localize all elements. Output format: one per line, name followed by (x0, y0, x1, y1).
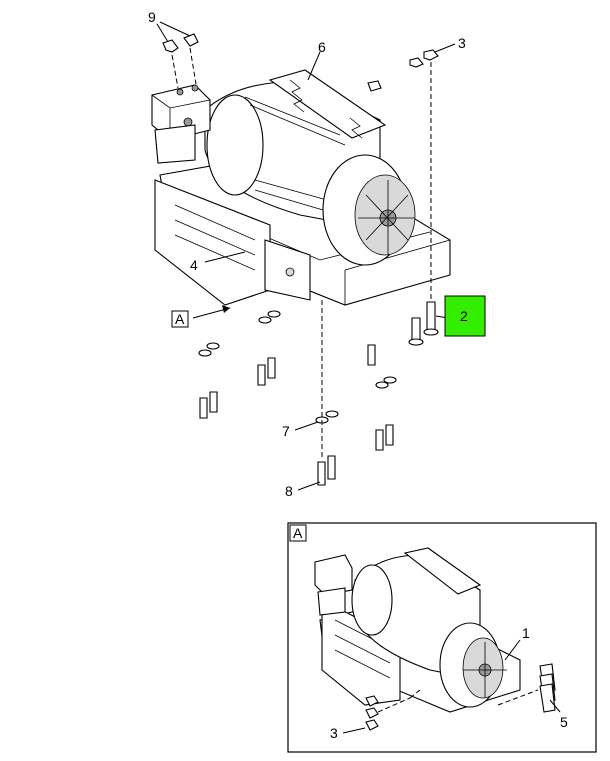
elbow-fittings (162, 33, 199, 53)
main-winch-assembly (151, 33, 451, 306)
highlight-box (444, 295, 486, 337)
callout-7: 7 (282, 423, 290, 439)
callout-3-detail: 3 (330, 725, 338, 741)
callout-8: 8 (285, 483, 293, 499)
detail-view-a: A (287, 522, 597, 753)
view-reference-a[interactable]: A (171, 310, 189, 328)
highlighted-callout-2[interactable]: 2 (444, 295, 486, 337)
callout-5: 5 (560, 714, 568, 730)
callout-9: 9 (148, 9, 156, 25)
view-reference-label: A (175, 311, 185, 327)
callout-2: 2 (460, 308, 468, 324)
callout-6: 6 (318, 39, 326, 55)
detail-label: A (293, 525, 303, 541)
loose-hardware (198, 49, 439, 486)
callout-4: 4 (190, 257, 198, 273)
callout-1: 1 (522, 625, 530, 641)
leader-lines (156, 21, 456, 491)
callout-3: 3 (458, 35, 466, 51)
